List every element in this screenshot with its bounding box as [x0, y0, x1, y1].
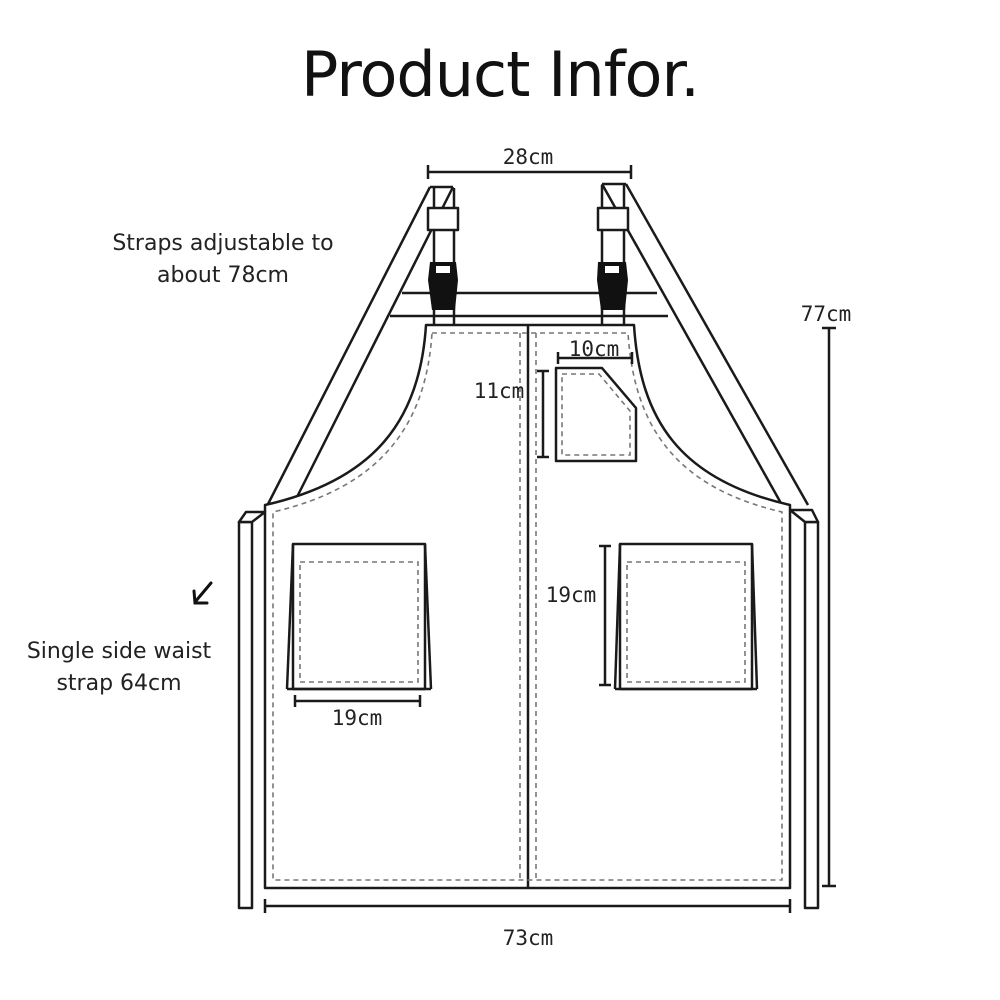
right-side-release-buckle	[597, 262, 628, 310]
bottom-width-dimension	[263, 899, 792, 913]
bottom-width-label: 73cm	[503, 926, 554, 950]
left-neck-strap	[264, 185, 455, 509]
chest-pocket-width-dimension	[556, 352, 634, 364]
total-length-dimension	[822, 326, 836, 888]
waist-note-line2: strap 64cm	[56, 671, 182, 696]
top-width-label: 28cm	[503, 145, 554, 169]
lower-pocket-width-dimension	[293, 695, 422, 707]
lower-pocket-height-dimension	[599, 544, 611, 687]
lower-pocket-width-label: 19cm	[332, 706, 383, 730]
left-waist-strap	[237, 520, 254, 910]
page-title: Product Infor.	[301, 38, 700, 111]
chest-pocket-height-label: 11cm	[474, 379, 525, 403]
chest-pocket-width-label: 10cm	[569, 337, 620, 361]
waist-note: Single side waist strap 64cm	[4, 636, 234, 700]
total-length-label: 77cm	[801, 302, 852, 326]
straps-note: Straps adjustable to about 78cm	[88, 228, 358, 292]
waist-note-line1: Single side waist	[26, 639, 212, 664]
chest-pocket	[554, 366, 638, 463]
left-side-release-buckle	[428, 262, 458, 310]
right-neck-strap	[600, 182, 810, 506]
straps-note-line2: about 78cm	[157, 263, 289, 288]
right-waist-strap	[803, 520, 820, 910]
top-width-dimension	[426, 165, 633, 179]
right-slider-buckle	[596, 206, 630, 232]
lower-pocket-height-label: 19cm	[546, 583, 597, 607]
straps-note-line1: Straps adjustable to	[112, 231, 334, 256]
left-slider-buckle	[426, 206, 460, 232]
chest-pocket-height-dimension	[537, 369, 549, 459]
arrow-down-left-icon	[192, 581, 213, 605]
stitching	[272, 332, 783, 881]
left-lower-pocket	[285, 542, 433, 691]
right-lower-pocket	[613, 542, 759, 691]
